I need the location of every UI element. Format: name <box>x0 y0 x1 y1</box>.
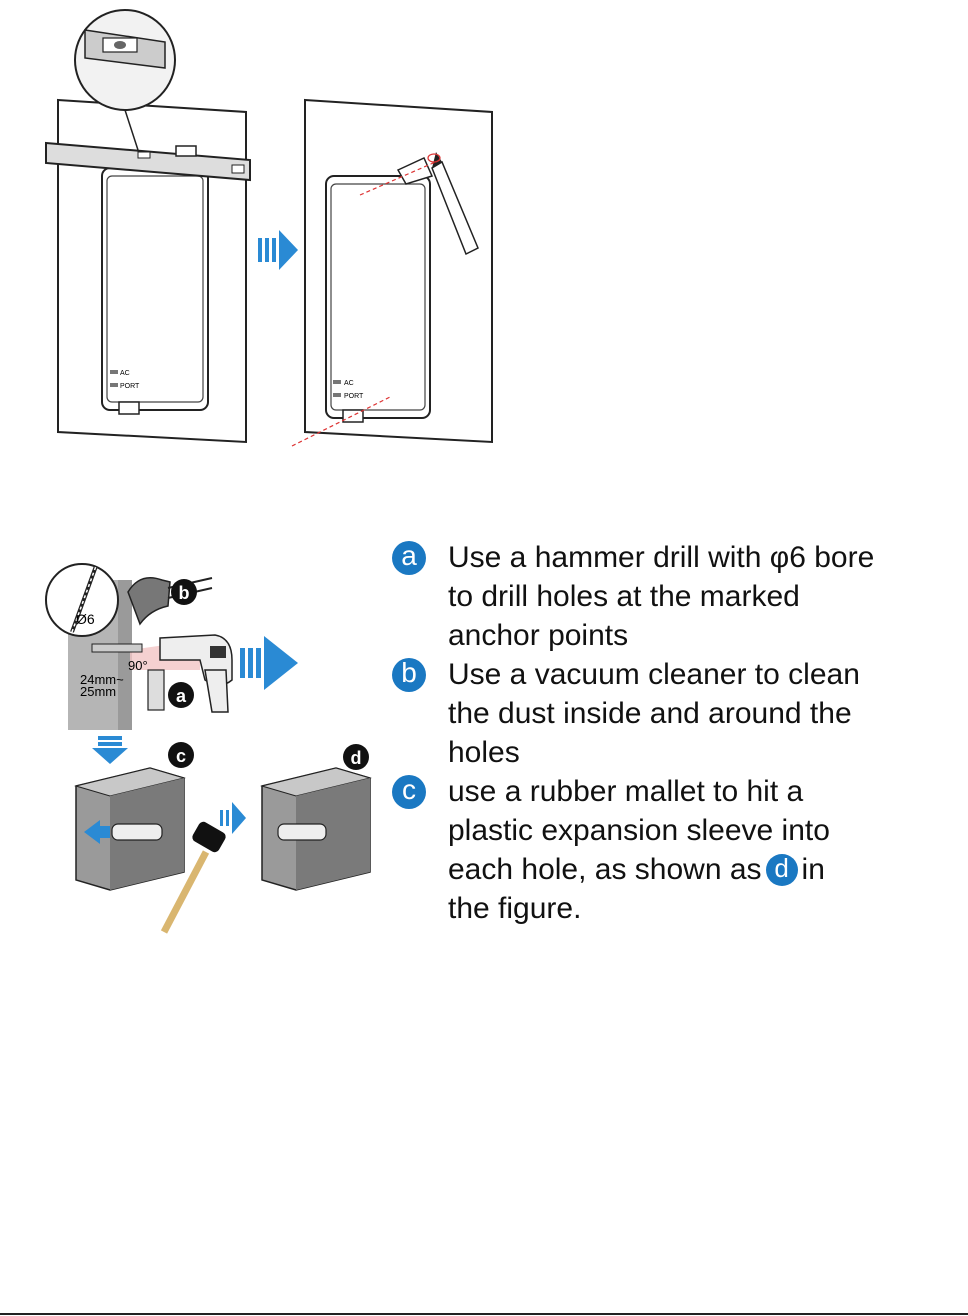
callout-d: d <box>351 748 362 768</box>
bit-size-label: Ø6 <box>76 611 95 627</box>
step-badge-b: b <box>392 658 426 692</box>
device-right <box>326 176 430 418</box>
instruction-steps: a Use a hammer drill with φ6 bore to dri… <box>392 538 952 928</box>
arrow-down-icon <box>92 736 128 764</box>
arrow-right-small-icon <box>220 802 246 834</box>
arrow-right-icon <box>240 636 298 690</box>
depth-label-2: 25mm <box>80 684 116 699</box>
arrow-right-icon <box>258 230 298 270</box>
step-c: c use a rubber mallet to hit a plastic e… <box>392 772 952 928</box>
label-port-right: PORT <box>344 393 364 400</box>
step-badge-a: a <box>392 541 426 575</box>
step-c-text: use a rubber mallet to hit a plastic exp… <box>448 772 830 928</box>
marking-illustration: AC PORT AC PORT <box>0 0 520 470</box>
step-b-text: Use a vacuum cleaner to clean the dust i… <box>448 655 860 772</box>
label-port-left: PORT <box>120 383 140 390</box>
step-b: b Use a vacuum cleaner to clean the dust… <box>392 655 952 772</box>
bottom-rule <box>0 1313 968 1315</box>
label-ac-right: AC <box>344 380 354 387</box>
callout-a: a <box>176 686 187 706</box>
callout-c: c <box>176 746 186 766</box>
step-a: a Use a hammer drill with φ6 bore to dri… <box>392 538 952 655</box>
figure-drilling-anchors: Ø6 90° 24mm~ 25mm a b <box>0 520 380 940</box>
callout-b: b <box>179 583 190 603</box>
step-a-text: Use a hammer drill with φ6 bore to drill… <box>448 538 874 655</box>
figure-level-and-marking: AC PORT AC PORT <box>0 0 520 470</box>
inline-badge-d: d <box>766 854 798 886</box>
vacuum-nozzle <box>128 578 170 624</box>
angle-label: 90° <box>128 658 148 673</box>
drilling-illustration: Ø6 90° 24mm~ 25mm a b <box>0 520 380 940</box>
label-ac-left: AC <box>120 370 130 377</box>
step-badge-c: c <box>392 775 426 809</box>
